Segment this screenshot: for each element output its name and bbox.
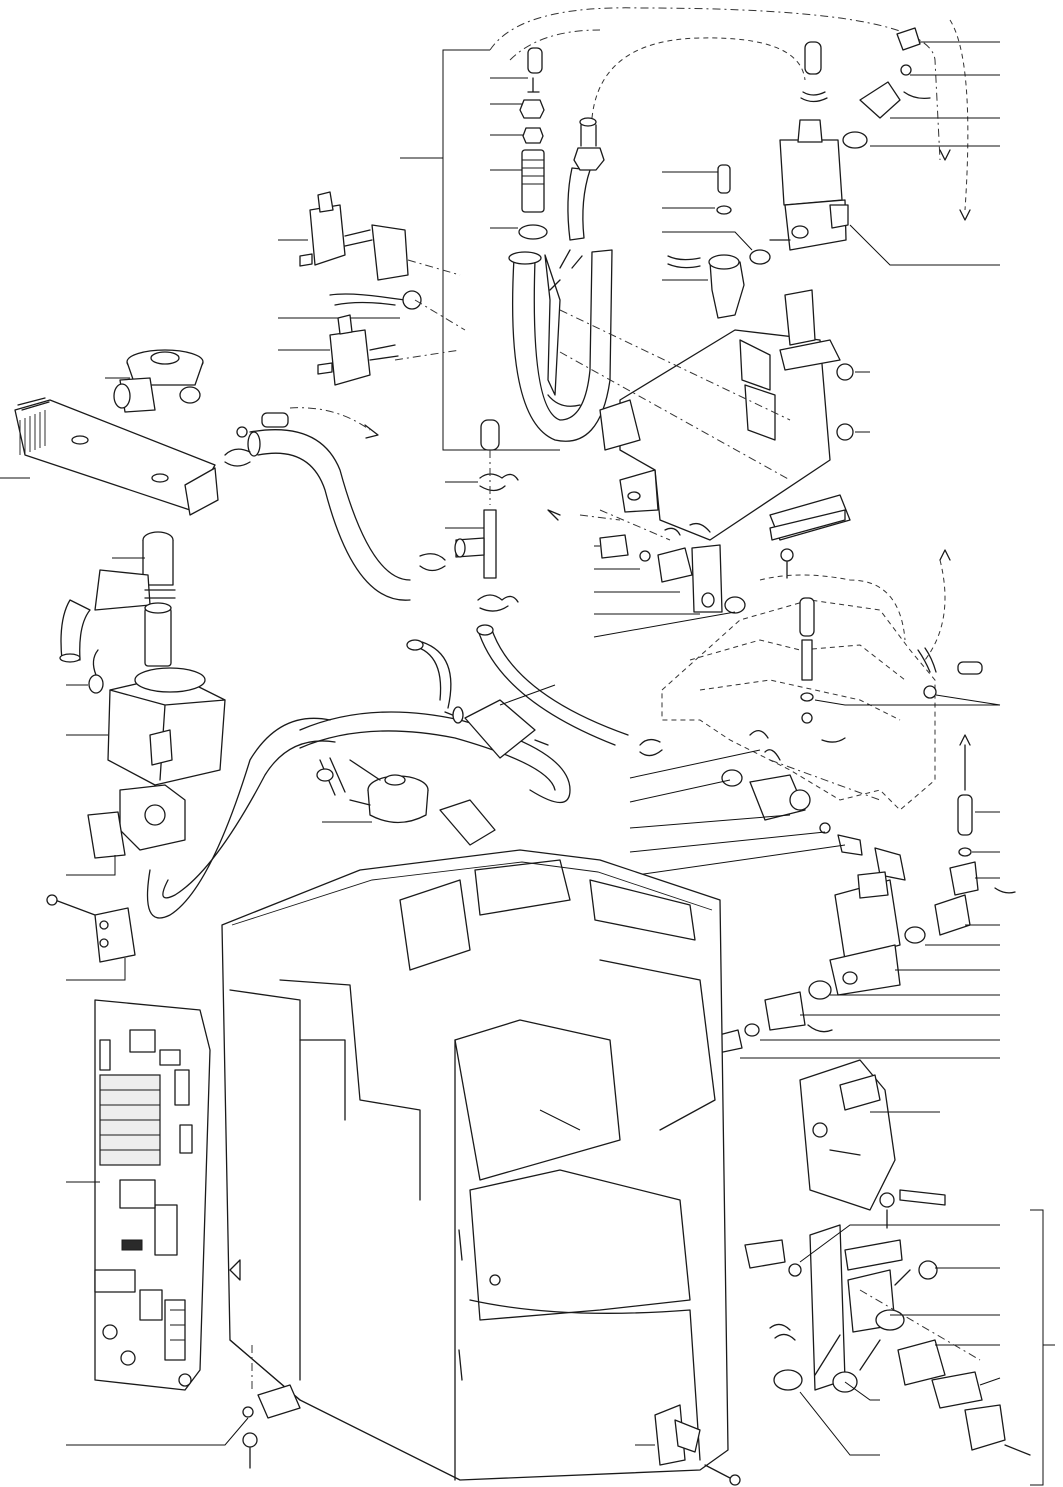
connector-group-middle <box>547 509 746 638</box>
main-chassis <box>221 799 729 1481</box>
inline-filter <box>444 684 663 759</box>
small-bracket <box>46 894 136 981</box>
connector-group-lower <box>629 730 906 881</box>
t-piece-group <box>419 419 519 612</box>
spout-bracket <box>799 1059 946 1229</box>
mounting-bracket <box>559 289 870 579</box>
pressure-switch-upper <box>278 191 409 281</box>
bottom-connector <box>66 1345 301 1469</box>
hose-middle <box>146 624 629 919</box>
water-pump <box>66 602 226 786</box>
flowmeter-round <box>322 759 429 824</box>
flow-meter <box>105 349 204 413</box>
water-inlet-fitting <box>59 531 176 663</box>
solenoid-valve-top <box>769 27 1000 266</box>
heating-element <box>508 117 613 442</box>
drip-grid-part <box>0 397 219 516</box>
control-board-pcb <box>66 999 211 1391</box>
hose-upper-left <box>224 407 411 601</box>
pressure-switch-lower <box>278 259 466 386</box>
pump-support <box>66 784 186 876</box>
fitting-stack-bracket <box>400 47 560 451</box>
spout-assembly <box>744 1209 1055 1486</box>
elbow-fitting-group <box>662 164 771 319</box>
solenoid-valve-lower <box>659 794 1016 1181</box>
thermostat-cable <box>278 290 422 319</box>
bottom-clip <box>635 1404 741 1486</box>
brew-housing-outline <box>661 549 1001 811</box>
